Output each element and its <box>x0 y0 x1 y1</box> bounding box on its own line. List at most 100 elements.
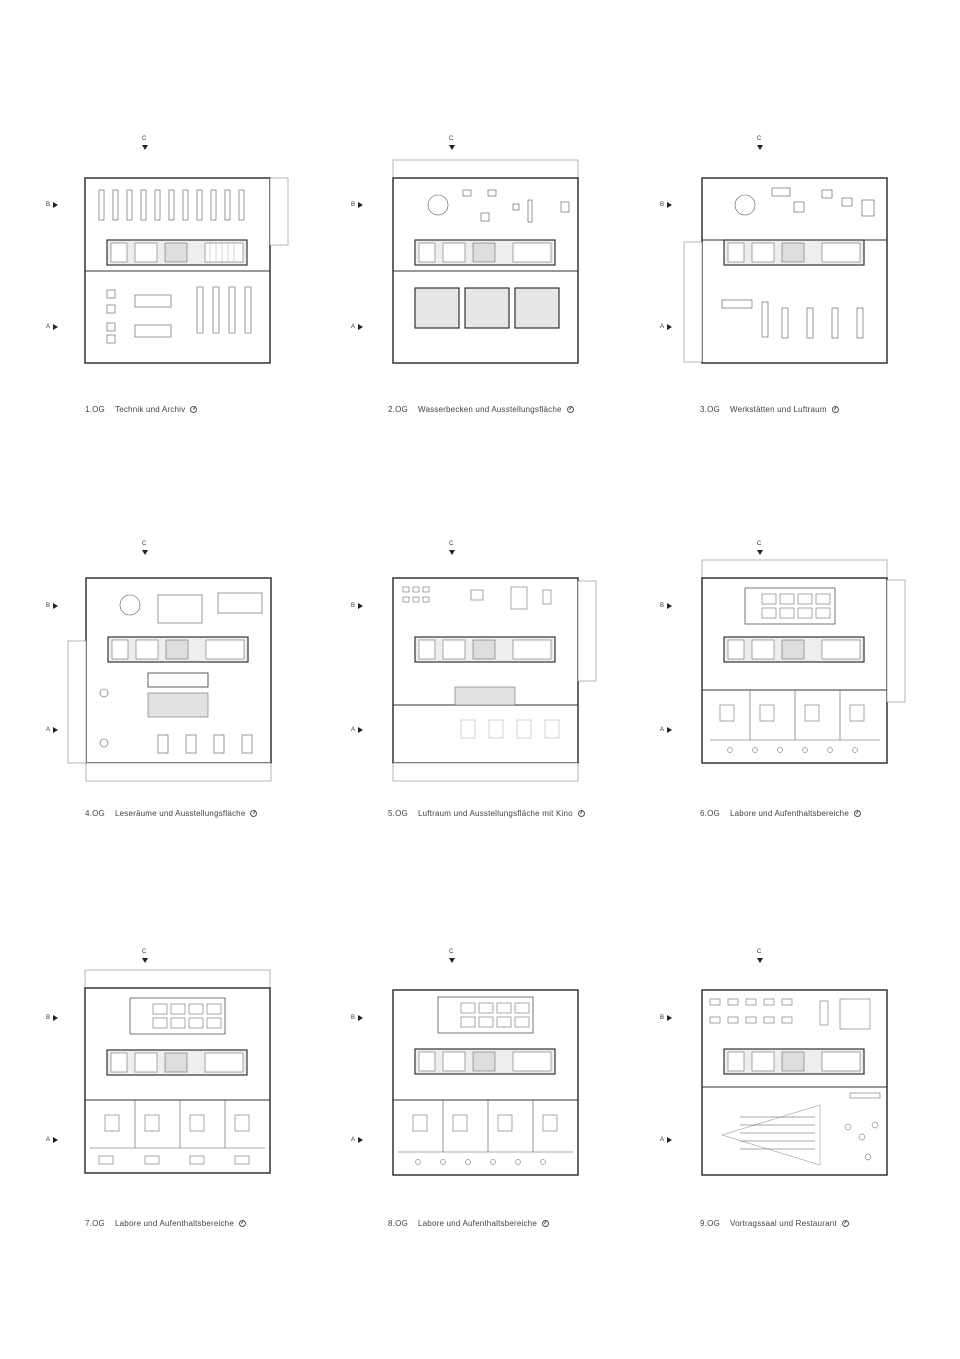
section-arrow-c <box>449 550 455 555</box>
plan-caption: 3.OG Werkstätten und Luftraum <box>700 405 839 414</box>
section-arrow-b <box>358 202 363 208</box>
section-mark-a: A <box>46 324 51 330</box>
plan-drawing-4og <box>67 577 272 782</box>
plan-caption: 7.OG Labore und Aufenthaltsbereiche <box>85 1219 246 1228</box>
plan-caption: 9.OG Vortragssaal und Restaurant <box>700 1219 849 1228</box>
floor-plan-9og: C B A 9.OG Vortragssaal und Restaurant <box>660 945 950 1235</box>
section-arrow-c <box>142 550 148 555</box>
plan-caption: 5.OG Luftraum und Ausstellungsfläche mit … <box>388 809 585 818</box>
section-mark-a: A <box>660 727 665 733</box>
plan-title: Luftraum und Ausstellungsfläche mit Kino <box>418 809 573 818</box>
plan-caption: 1.OG Technik und Archiv <box>85 405 198 414</box>
section-mark-c: C <box>757 136 762 142</box>
section-arrow-b <box>667 202 672 208</box>
plan-level: 1.OG <box>85 405 105 414</box>
section-mark-a: A <box>46 727 51 733</box>
section-arrow-a <box>667 727 672 733</box>
plan-title: Labore und Aufenthaltsbereiche <box>115 1219 234 1228</box>
plan-level: 9.OG <box>700 1219 720 1228</box>
plan-title: Werkstätten und Luftraum <box>730 405 827 414</box>
north-arrow-icon <box>853 810 861 817</box>
section-mark-c: C <box>757 541 762 547</box>
floor-plan-3og: C B A 3.OG Werkstätten und Luftraum <box>660 130 950 420</box>
plan-caption: 2.OG Wasserbecken und Ausstellungsfläche <box>388 405 574 414</box>
section-arrow-a <box>358 1137 363 1143</box>
plan-level: 3.OG <box>700 405 720 414</box>
plan-drawing-6og <box>701 559 906 764</box>
plan-title: Vortragssaal und Restaurant <box>730 1219 837 1228</box>
section-arrow-c <box>757 145 763 150</box>
section-mark-c: C <box>449 541 454 547</box>
section-arrow-b <box>358 1015 363 1021</box>
section-mark-b: B <box>660 202 665 208</box>
plan-drawing-9og <box>701 989 888 1176</box>
section-mark-b: B <box>351 603 356 609</box>
plan-drawing-8og <box>392 989 579 1176</box>
section-mark-c: C <box>449 136 454 142</box>
plan-caption: 8.OG Labore und Aufenthaltsbereiche <box>388 1219 549 1228</box>
plan-title: Technik und Archiv <box>115 405 186 414</box>
plan-title: Labore und Aufenthaltsbereiche <box>418 1219 537 1228</box>
section-mark-a: A <box>351 324 356 330</box>
plan-caption: 4.OG Leseräume und Ausstellungsfläche <box>85 809 258 818</box>
section-arrow-c <box>449 958 455 963</box>
section-mark-b: B <box>660 1015 665 1021</box>
plan-title: Leseräume und Ausstellungsfläche <box>115 809 246 818</box>
section-mark-c: C <box>757 949 762 955</box>
floor-plan-5og: C B A 5.OG Luftraum und Ausstellungsfläch… <box>351 535 655 825</box>
section-mark-b: B <box>46 202 51 208</box>
section-arrow-a <box>358 324 363 330</box>
plan-drawing-3og <box>683 177 888 364</box>
plan-drawing-2og <box>392 159 579 364</box>
section-arrow-a <box>53 324 58 330</box>
section-arrow-a <box>667 1137 672 1143</box>
plan-level: 5.OG <box>388 809 408 818</box>
section-arrow-a <box>53 727 58 733</box>
section-arrow-c <box>142 958 148 963</box>
section-mark-b: B <box>660 603 665 609</box>
plan-drawing-7og <box>84 969 271 1174</box>
section-mark-a: A <box>351 1137 356 1143</box>
section-arrow-b <box>667 1015 672 1021</box>
plan-level: 7.OG <box>85 1219 105 1228</box>
plan-level: 8.OG <box>388 1219 408 1228</box>
section-arrow-b <box>53 202 58 208</box>
section-arrow-a <box>667 324 672 330</box>
section-arrow-b <box>667 603 672 609</box>
section-arrow-b <box>53 603 58 609</box>
plan-drawing-5og <box>392 577 597 782</box>
section-mark-a: A <box>660 1137 665 1143</box>
north-arrow-icon <box>831 406 839 413</box>
section-mark-b: B <box>351 1015 356 1021</box>
section-arrow-c <box>449 145 455 150</box>
section-mark-a: A <box>660 324 665 330</box>
section-arrow-b <box>358 603 363 609</box>
plan-title: Labore und Aufenthaltsbereiche <box>730 809 849 818</box>
section-mark-c: C <box>142 541 147 547</box>
north-arrow-icon <box>250 810 258 817</box>
north-arrow-icon <box>566 406 574 413</box>
section-arrow-a <box>358 727 363 733</box>
section-mark-b: B <box>46 603 51 609</box>
floor-plan-4og: C B A 4.OG Leseräume und Ausstellungsfläc… <box>46 535 350 825</box>
section-arrow-c <box>142 145 148 150</box>
north-arrow-icon <box>238 1220 246 1227</box>
north-arrow-icon <box>190 406 198 413</box>
section-mark-b: B <box>46 1015 51 1021</box>
plan-drawing-1og <box>84 177 289 364</box>
section-mark-b: B <box>351 202 356 208</box>
section-arrow-a <box>53 1137 58 1143</box>
section-arrow-b <box>53 1015 58 1021</box>
plan-level: 4.OG <box>85 809 105 818</box>
section-arrow-c <box>757 550 763 555</box>
plan-level: 2.OG <box>388 405 408 414</box>
plan-level: 6.OG <box>700 809 720 818</box>
section-mark-a: A <box>351 727 356 733</box>
plan-title: Wasserbecken und Ausstellungsfläche <box>418 405 562 414</box>
floor-plan-2og: C B A 2.OG Wasserbecken und Ausstellungsf… <box>351 130 655 420</box>
north-arrow-icon <box>541 1220 549 1227</box>
